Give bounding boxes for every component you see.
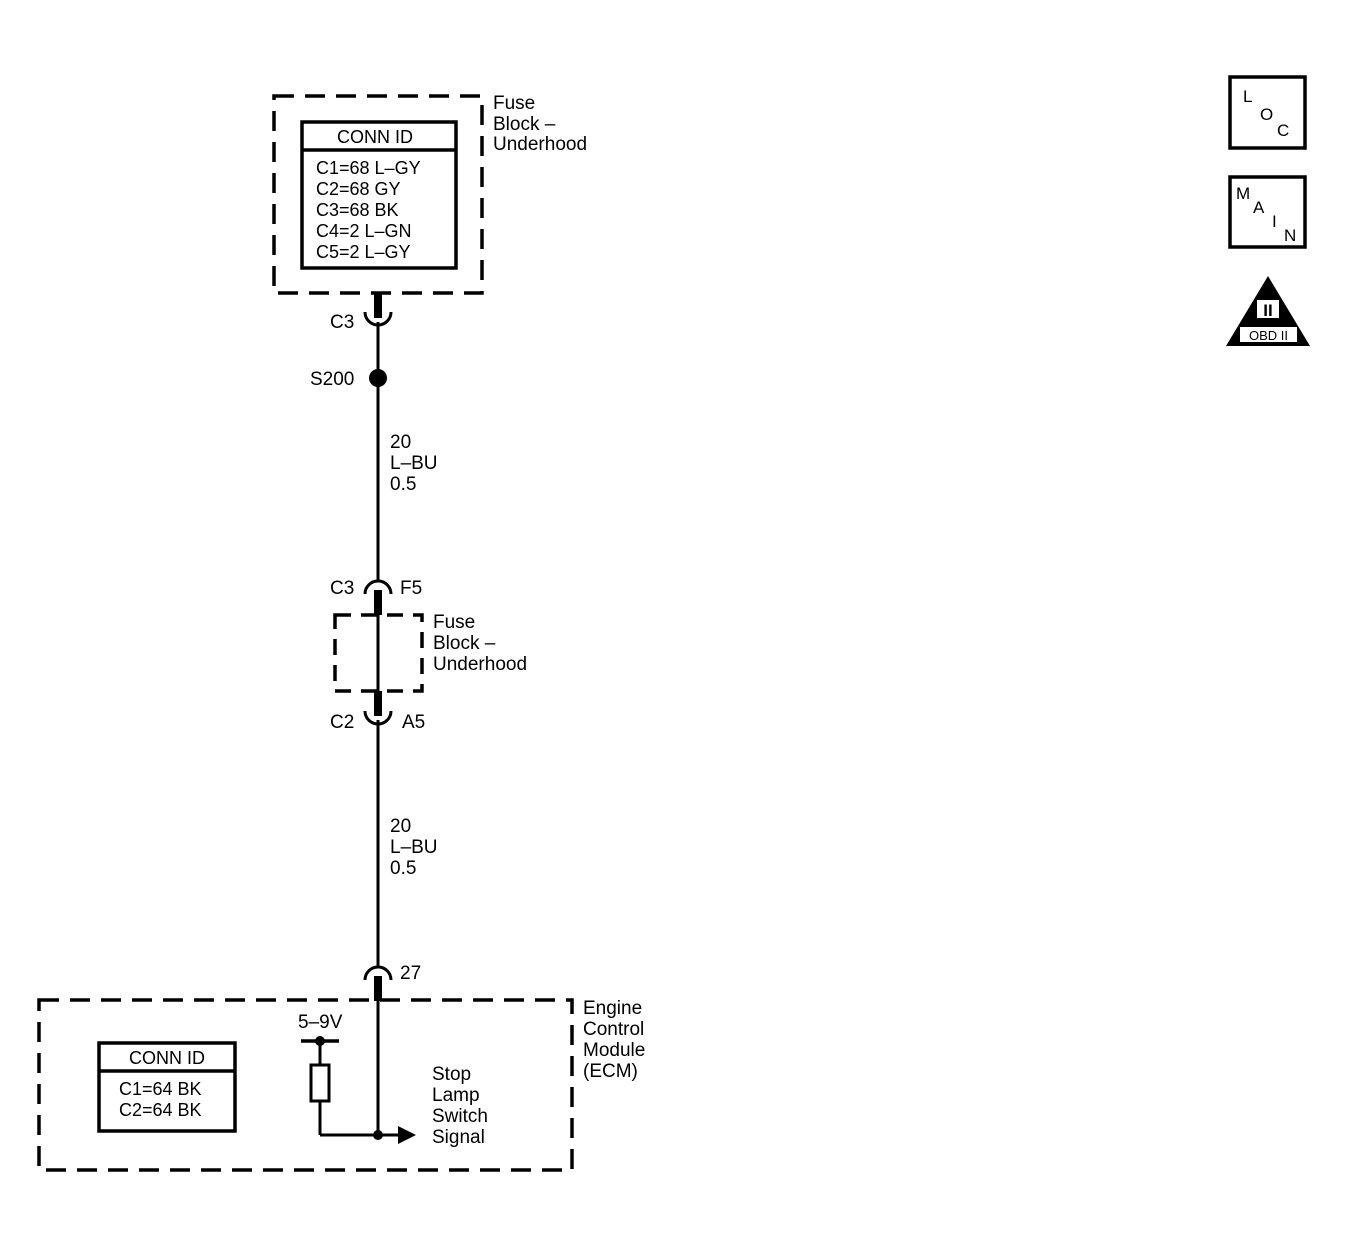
signal-junction-dot [373, 1130, 383, 1140]
wire-2-size: 0.5 [390, 858, 416, 879]
obd-ii-numeral-box [1257, 300, 1279, 318]
main-icon-letter: I [1272, 212, 1277, 231]
wire-1-label: 20 L–BU 0.5 [390, 432, 443, 495]
ecm-pullup-circuit: 5–9V Stop Lamp Switch Signal [298, 1000, 493, 1148]
connector-c2-a5: C2 A5 [330, 691, 425, 733]
ecm-label-line: Module [583, 1040, 645, 1061]
connector-c2-a5-pin: A5 [402, 712, 425, 733]
fuse-block-mid-label-line: Block – [433, 633, 496, 654]
conn-id-ecm-item: C1=64 BK [119, 1079, 202, 1099]
fuse-block-top-label-line: Underhood [493, 134, 587, 155]
wire-1-size: 0.5 [390, 474, 416, 495]
signal-arrow-icon [398, 1126, 416, 1144]
fuse-block-underhood-top: Fuse Block – Underhood CONN ID C1=68 L–G… [272, 93, 587, 295]
conn-id-top-item: C3=68 BK [316, 200, 399, 220]
signal-label-line: Lamp [432, 1085, 480, 1106]
fuse-block-mid-label: Fuse Block – Underhood [433, 612, 527, 675]
connector-c3-f5: C3 F5 [330, 578, 422, 615]
main-icon-letter: M [1236, 184, 1250, 203]
ecm-pin-27-arc [363, 965, 393, 981]
loc-icon-frame [1228, 75, 1307, 150]
signal-label-line: Stop [432, 1064, 471, 1085]
ecm-voltage-label: 5–9V [298, 1012, 343, 1033]
ecm-label-line: Engine [583, 998, 642, 1019]
fuse-block-top-label-line: Fuse [493, 93, 535, 114]
main-icon-frame [1228, 175, 1307, 249]
engine-control-module: Engine Control Module (ECM) CONN ID C1=6… [37, 998, 651, 1172]
fuse-block-top-label-line: Block – [493, 114, 556, 135]
main-icon[interactable]: M A I N [1228, 175, 1307, 249]
loc-icon[interactable]: L O C [1228, 75, 1307, 150]
connector-c2-a5-connector: C2 [330, 712, 354, 733]
ecm-pin-27: 27 [363, 963, 421, 1001]
conn-id-top-items: C1=68 L–GY C2=68 GY C3=68 BK C4=2 L–GN C… [316, 158, 425, 262]
ecm-label-line: Control [583, 1019, 644, 1040]
obd-ii-label-box [1240, 327, 1297, 342]
ecm-pin-27-label: 27 [400, 963, 421, 984]
connector-c3-top-label: C3 [330, 312, 354, 333]
connector-c3-f5-connector: C3 [330, 578, 354, 599]
connector-c3-top: C3 [330, 293, 393, 333]
conn-id-top-box [300, 120, 458, 270]
fuse-block-mid-label-line: Underhood [433, 654, 527, 675]
main-icon-letter: A [1253, 198, 1265, 217]
wire-2-gauge: 20 [390, 816, 411, 837]
conn-id-ecm-title: CONN ID [129, 1048, 205, 1068]
signal-label-line: Signal [432, 1127, 485, 1148]
signal-label: Stop Lamp Switch Signal [432, 1064, 493, 1148]
conn-id-top-title: CONN ID [337, 127, 413, 147]
ecm-label-line: (ECM) [583, 1061, 638, 1082]
wire-2-label: 20 L–BU 0.5 [390, 816, 443, 879]
signal-label-line: Switch [432, 1106, 488, 1127]
obd-ii-icon[interactable]: II OBD II [1226, 276, 1310, 346]
loc-icon-letter: L [1243, 87, 1252, 106]
loc-icon-letter: O [1260, 105, 1273, 124]
fuse-block-underhood-mid: Fuse Block – Underhood [333, 612, 527, 693]
splice-s200: S200 [310, 369, 387, 390]
conn-id-ecm-box [97, 1041, 237, 1133]
conn-id-top-item: C2=68 GY [316, 179, 401, 199]
connector-c3-f5-arc [363, 579, 393, 595]
conn-id-ecm-items: C1=64 BK C2=64 BK [119, 1079, 207, 1120]
splice-s200-label: S200 [310, 369, 354, 390]
wire-1-gauge: 20 [390, 432, 411, 453]
conn-id-top-item: C4=2 L–GN [316, 221, 412, 241]
ecm-label: Engine Control Module (ECM) [583, 998, 651, 1082]
loc-icon-letter: C [1277, 121, 1289, 140]
conn-id-table-top: CONN ID C1=68 L–GY C2=68 GY C3=68 BK C4=… [300, 120, 458, 270]
main-icon-letter: N [1284, 226, 1296, 245]
fuse-block-top-label: Fuse Block – Underhood [493, 93, 587, 155]
wire-2-color: L–BU [390, 837, 438, 858]
conn-id-top-item: C1=68 L–GY [316, 158, 421, 178]
pullup-resistor-symbol [309, 1063, 331, 1103]
connector-c3-f5-pin: F5 [400, 578, 422, 599]
ecm-outline [37, 998, 574, 1172]
conn-id-table-ecm: CONN ID C1=64 BK C2=64 BK [97, 1041, 237, 1133]
fuse-block-mid-outline [333, 613, 424, 693]
conn-id-ecm-item: C2=64 BK [119, 1100, 202, 1120]
conn-id-top-item: C5=2 L–GY [316, 242, 411, 262]
fuse-block-mid-label-line: Fuse [433, 612, 475, 633]
obd-ii-numeral: II [1263, 301, 1272, 320]
obd-ii-label: OBD II [1249, 328, 1288, 343]
wire-1-color: L–BU [390, 453, 438, 474]
splice-s200-dot [369, 369, 387, 387]
